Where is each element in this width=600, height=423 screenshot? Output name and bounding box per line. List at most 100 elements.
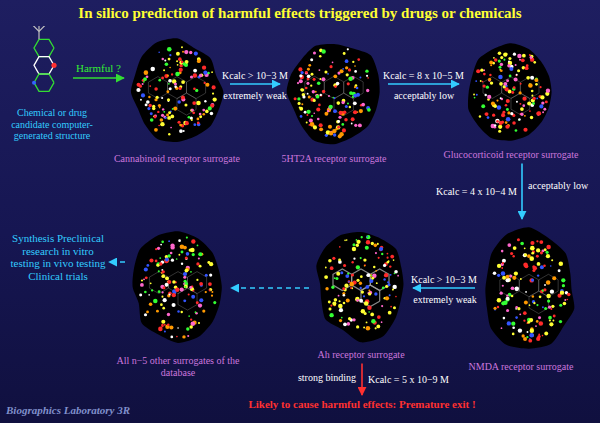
surrogate-dot: [507, 243, 511, 247]
surrogate-dot: [324, 275, 328, 279]
surrogate-dot: [524, 253, 527, 256]
surrogate-dot: [497, 105, 501, 109]
surrogate-dot: [528, 83, 533, 88]
molecule-bond: [38, 26, 39, 31]
surrogate-dot: [165, 62, 169, 66]
surrogate-dot: [299, 79, 303, 83]
surrogate-dot: [332, 61, 334, 63]
surrogate-dot: [171, 73, 173, 75]
surrogate-dot: [365, 285, 369, 289]
surrogate-dot: [213, 97, 217, 101]
surrogate-dot: [365, 246, 369, 250]
surrogate-dot: [360, 287, 362, 289]
surrogate-dot: [364, 264, 366, 266]
surrogate-dot: [552, 320, 554, 322]
surrogate-dot: [172, 303, 176, 307]
surrogate-dot: [136, 88, 140, 92]
surrogate-dot: [547, 299, 550, 302]
surrogate-dot: [180, 287, 184, 291]
edge-label: Kcalc = 5 x 10−9 M: [368, 374, 449, 386]
surrogate-dot: [526, 331, 528, 333]
binding-verdict: extremely weak: [413, 294, 477, 306]
surrogate-dot: [334, 277, 336, 279]
surrogate-dot: [193, 290, 195, 292]
surrogate-dot: [313, 99, 316, 102]
surrogate-dot: [142, 83, 144, 85]
surrogate-dot: [540, 290, 543, 293]
surrogate-dot: [348, 68, 351, 71]
surrogate-dot: [377, 243, 379, 245]
molecule-figure: [32, 26, 57, 91]
edge-label: Kcalc = 4 x 10−4 M: [436, 186, 517, 198]
ligand-ring: [511, 93, 530, 115]
surrogate-dot: [510, 252, 513, 255]
surrogate-dot: [346, 73, 349, 76]
surrogate-dot: [178, 254, 180, 256]
surrogate-dot: [177, 100, 180, 103]
surrogate-dot: [491, 101, 495, 105]
node-label: All n−5 other surrogates of the database: [116, 355, 240, 378]
surrogate-dot: [329, 131, 333, 135]
surrogate-dot: [195, 312, 198, 315]
surrogate-dot: [533, 61, 536, 64]
surrogate-dot: [328, 125, 332, 129]
surrogate-dot: [363, 258, 366, 261]
surrogate-dot: [329, 313, 333, 317]
surrogate-dot: [497, 306, 499, 308]
surrogate-dot: [170, 127, 172, 129]
surrogate-dot: [199, 74, 203, 78]
surrogate-dot: [352, 247, 356, 251]
surrogate-dot: [506, 117, 511, 122]
surrogate-dot: [179, 129, 183, 133]
nitrogen-atom: [32, 81, 36, 85]
surrogate-dot: [540, 86, 542, 88]
surrogate-dot: [186, 237, 188, 239]
surrogate-dot: [544, 284, 546, 286]
surrogate-dot: [359, 109, 363, 113]
surrogate-dot: [191, 295, 195, 299]
surrogate-dot: [333, 133, 336, 136]
surrogate-dot: [532, 97, 535, 100]
surrogate-dot: [158, 290, 161, 293]
surrogate-dot: [502, 276, 506, 280]
surrogate-dot: [189, 286, 192, 289]
surrogate-dot: [489, 60, 493, 64]
surrogate-dot: [509, 67, 513, 71]
surrogate-dot: [343, 264, 346, 267]
surrogate-dot: [539, 240, 543, 244]
surrogate-dot: [187, 335, 189, 337]
surrogate-dot: [145, 276, 148, 279]
surrogate-dot: [316, 107, 320, 111]
surrogate-dot: [297, 82, 299, 84]
surrogate-shape: [131, 38, 223, 142]
surrogate-dot: [503, 317, 506, 320]
surrogate-dot: [503, 82, 507, 86]
surrogate-dot: [155, 248, 157, 250]
surrogate-dot: [499, 82, 503, 86]
ligand-ring: [529, 291, 548, 313]
surrogate-dot: [390, 255, 394, 259]
surrogate-dot: [507, 321, 511, 325]
surrogate-dot: [162, 58, 165, 61]
surrogate-dot: [529, 333, 534, 338]
surrogate-dot: [541, 101, 544, 104]
surrogate-dot: [161, 114, 164, 117]
surrogate-dot: [310, 84, 312, 86]
surrogate-dot: [300, 115, 303, 118]
surrogate-dot: [346, 239, 348, 241]
surrogate-dot: [536, 111, 540, 115]
surrogate-dot: [178, 57, 182, 61]
surrogate-dot: [149, 303, 153, 307]
surrogate-dot: [297, 97, 300, 100]
surrogate-dot: [170, 243, 174, 247]
surrogate-dot: [493, 271, 497, 275]
surrogate-dot: [198, 257, 200, 259]
surrogate-dot: [522, 66, 526, 70]
surrogate-dot: [332, 257, 335, 260]
surrogate-dot: [543, 108, 546, 111]
surrogate-dot: [526, 76, 530, 80]
surrogate-dot: [166, 90, 169, 93]
surrogate-dot: [164, 116, 167, 119]
surrogate-dot: [167, 254, 171, 258]
surrogate-dot: [337, 120, 340, 123]
